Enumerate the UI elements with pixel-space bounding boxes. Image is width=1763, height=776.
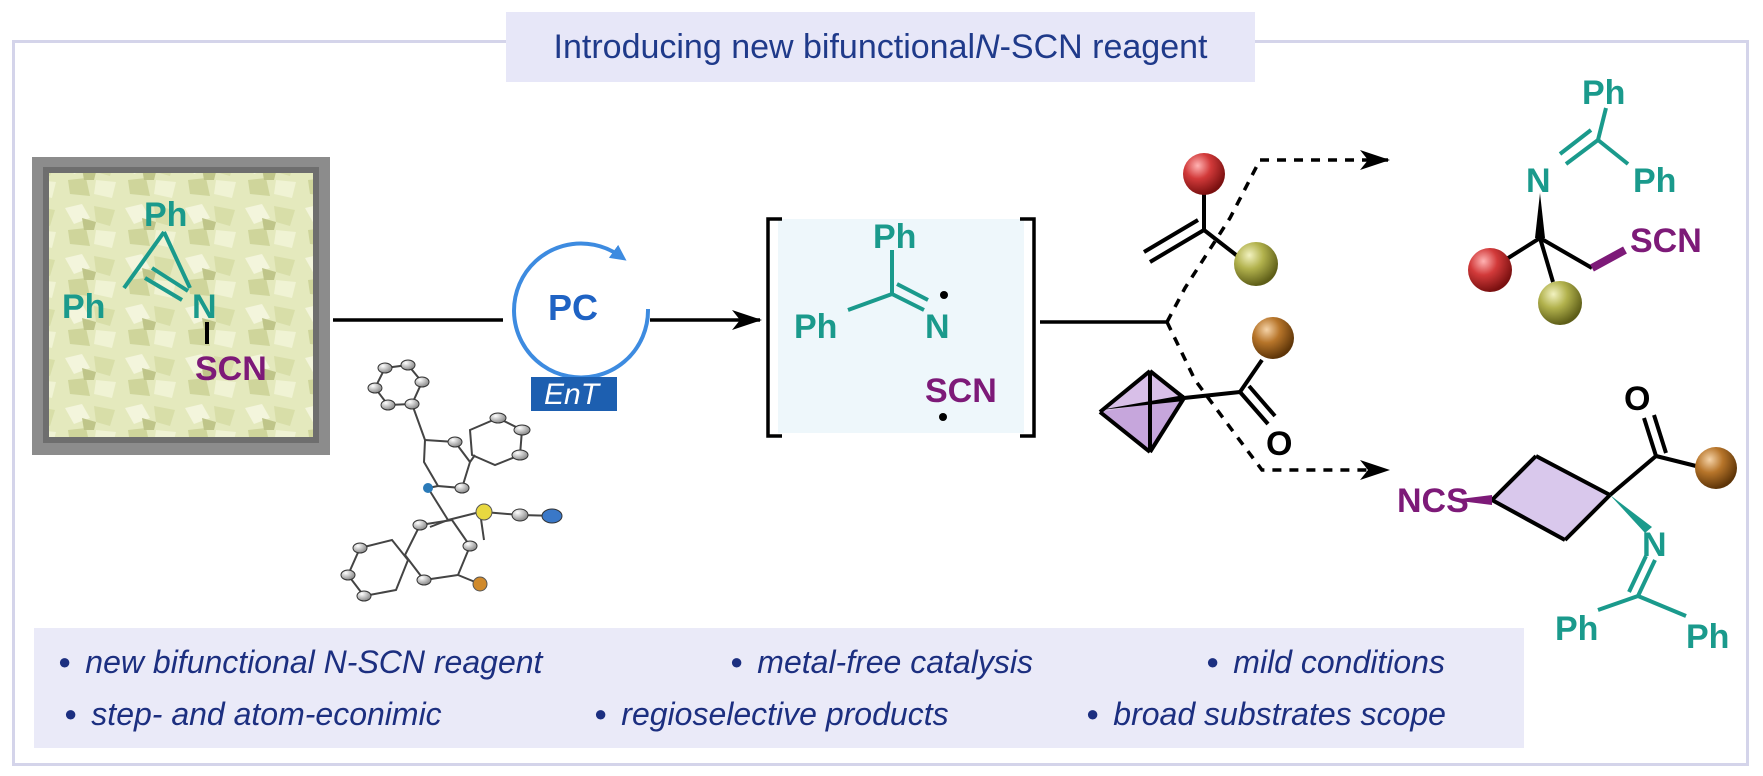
photocatalytic-cycle-icon: [512, 241, 651, 380]
product2-o: O: [1624, 380, 1650, 418]
reagent-bond: [143, 276, 184, 302]
intermediate-bond: [891, 292, 925, 312]
intermediate-ph-left: Ph: [794, 308, 837, 346]
product1-n: N: [1526, 162, 1551, 200]
intermediate-bond: [896, 282, 929, 302]
product-1: Ph Ph N SCN: [1468, 74, 1702, 325]
intermediate-n: N: [925, 308, 950, 346]
left-bracket: [766, 217, 782, 438]
catalyst-label: PC: [548, 287, 598, 328]
radical-dot: [939, 413, 947, 421]
ent-badge: [531, 377, 617, 411]
xray-structure-image: [346, 363, 559, 598]
title-suffix: -SCN reagent: [999, 27, 1208, 66]
feature-item: regioselective products: [594, 696, 948, 733]
reagent-ph-top: Ph: [144, 196, 187, 234]
feature-item: step- and atom-econimic: [64, 696, 441, 733]
intermediate-bond: [847, 292, 893, 312]
feature-item: mild conditions: [1206, 644, 1445, 681]
product-2: NCS O N Ph Ph: [1397, 380, 1737, 656]
alkene-substrate: [1142, 153, 1278, 286]
right-bracket: [1020, 217, 1036, 438]
intermediate-bg: [778, 219, 1024, 433]
dashed-arrows: [1165, 150, 1390, 480]
title-banner: Introducing new bifunctional N-SCN reage…: [506, 12, 1255, 82]
red-substituent-sphere: [1468, 248, 1512, 292]
intermediate-ph-top: Ph: [873, 218, 916, 256]
reagent-bond: [162, 231, 192, 289]
product2-ph-right: Ph: [1686, 618, 1729, 656]
reagent-bond: [150, 266, 190, 293]
olive-substituent-sphere: [1538, 281, 1582, 325]
product1-ph-top: Ph: [1582, 74, 1625, 112]
product2-ncs: NCS: [1397, 482, 1469, 520]
bcb-carbonyl-o: O: [1266, 425, 1292, 463]
radical-dot: [940, 291, 948, 299]
brown-substituent-sphere: [1695, 447, 1737, 489]
intermediate-bracket: Ph Ph N SCN: [766, 217, 1036, 438]
product1-scn: SCN: [1630, 222, 1702, 260]
brown-substituent-sphere: [1252, 317, 1294, 359]
product1-ph-right: Ph: [1633, 162, 1676, 200]
feature-item: metal-free catalysis: [730, 644, 1033, 681]
olive-substituent-sphere: [1234, 242, 1278, 286]
reagent-bond: [122, 230, 166, 290]
reaction-arrow-1: PC EnT: [333, 241, 762, 411]
dashed-arrow-lower: [1165, 321, 1390, 480]
reagent-ph-left: Ph: [62, 288, 105, 326]
dashed-arrow-upper: [1165, 150, 1390, 323]
product2-n: N: [1642, 526, 1667, 564]
crystal-photo: [32, 157, 330, 455]
title-italic: N: [975, 27, 1000, 66]
red-substituent-sphere: [1183, 153, 1225, 195]
reagent-n: N: [192, 288, 217, 326]
reagent-structure: Ph Ph N SCN: [62, 196, 267, 388]
bicyclobutane-substrate: O: [1098, 317, 1294, 463]
reagent-scn: SCN: [195, 350, 267, 388]
title-prefix: Introducing new bifunctional: [553, 27, 976, 66]
xray-atoms: [340, 359, 563, 602]
ent-label: EnT: [544, 378, 602, 411]
intermediate-scn: SCN: [925, 372, 997, 410]
feature-item: broad substrates scope: [1086, 696, 1446, 733]
feature-item: new bifunctional N-SCN reagent: [58, 644, 542, 681]
features-panel: new bifunctional N-SCN reagent metal-fre…: [34, 628, 1524, 748]
product2-ph-left: Ph: [1555, 610, 1598, 648]
